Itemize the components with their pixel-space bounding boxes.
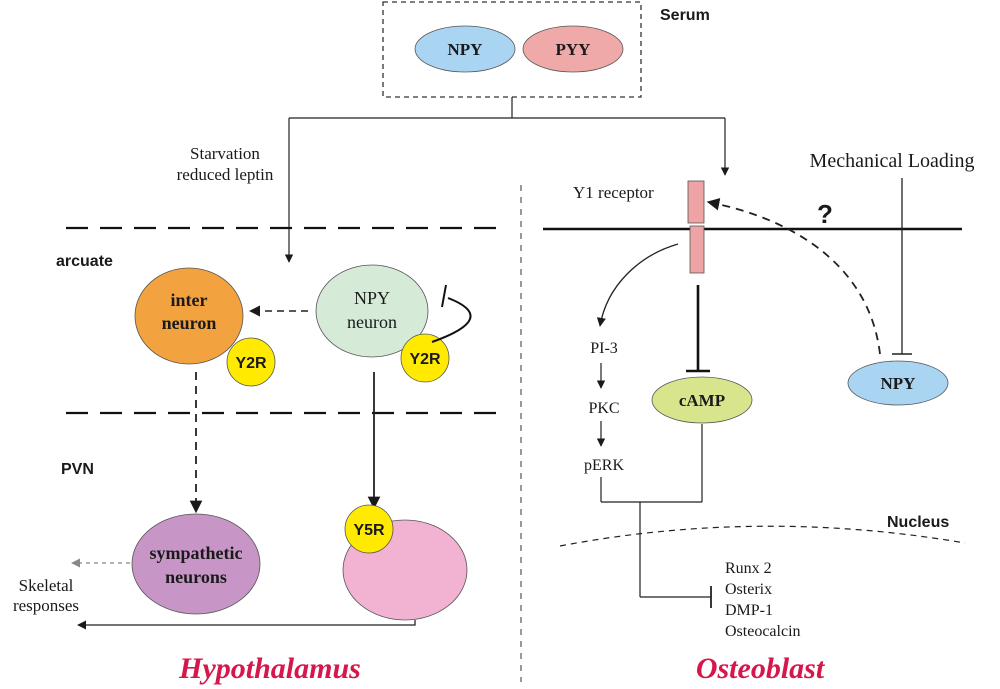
question-mark: ?	[817, 199, 833, 229]
arcuate-label: arcuate	[56, 253, 113, 270]
gene-dmp1: DMP-1	[725, 602, 773, 619]
sympathetic-neurons: sympathetic neurons	[131, 513, 261, 615]
inter-y2r-receptor	[226, 337, 276, 387]
serum-label: Serum	[660, 7, 710, 24]
npy-neuron-line2: neuron	[347, 312, 397, 332]
npy-neuron-line1: NPY	[354, 288, 390, 308]
camp-label: cAMP	[679, 391, 725, 410]
osteoblast-title: Osteoblast	[696, 652, 826, 685]
y1-receptor	[687, 180, 705, 274]
hypothalamus-title: Hypothalamus	[178, 652, 361, 685]
pi3-label: PI-3	[590, 340, 618, 357]
y5r-receptor	[344, 504, 394, 554]
serum-pyy-ellipse	[522, 25, 624, 73]
starvation-line2: reduced leptin	[177, 165, 274, 184]
npy-to-y1-dashed-arrow	[706, 197, 881, 355]
inter-neuron: inter neuron Y2R	[134, 267, 276, 387]
serum-connectors	[284, 97, 730, 263]
autoinhibition-curve	[431, 297, 472, 343]
mechanical-loading-label: Mechanical Loading	[810, 150, 975, 172]
y5r-label: Y5R	[353, 522, 385, 539]
sympathetic-line2: neurons	[165, 567, 227, 587]
autoinhibition-bar	[441, 284, 447, 308]
pvn-to-skeletal-arrow	[77, 620, 416, 630]
serum-npy-label: NPY	[448, 40, 483, 59]
perk-label: pERK	[584, 457, 624, 474]
nucleus-membrane	[559, 525, 966, 547]
pvn-target-neuron: Y5R	[342, 504, 468, 621]
starvation-line1: Starvation	[190, 144, 260, 163]
inter-neuron-line2: neuron	[162, 313, 217, 333]
gene-osteocalcin: Osteocalcin	[725, 623, 801, 640]
osteoblast-npy-label: NPY	[881, 374, 916, 393]
npy-y2r-label: Y2R	[409, 351, 441, 368]
inter-neuron-line1: inter	[171, 290, 208, 310]
nucleus-label: Nucleus	[887, 514, 949, 531]
gene-osterix: Osterix	[725, 581, 772, 598]
sympathetic-line1: sympathetic	[150, 543, 243, 563]
pvn-label: PVN	[61, 461, 94, 478]
serum-npy-ellipse	[414, 25, 516, 73]
osteoblast-npy: NPY	[847, 360, 949, 406]
npy-y2r-receptor	[400, 333, 450, 383]
inter-y2r-label: Y2R	[235, 355, 267, 372]
serum-box: Serum NPY PYY	[382, 1, 710, 98]
y1-to-pi3-arrow	[596, 243, 679, 327]
camp-node: cAMP	[651, 376, 753, 424]
pkc-label: PKC	[588, 400, 619, 417]
merge-connectors	[600, 424, 712, 608]
gene-list: Runx 2 Osterix DMP-1 Osteocalcin	[725, 560, 801, 640]
skeletal-line1: Skeletal	[19, 576, 74, 595]
gene-runx2: Runx 2	[725, 560, 772, 577]
y1-receptor-label: Y1 receptor	[573, 183, 654, 202]
npy-neuron: NPY neuron Y2R	[315, 264, 450, 383]
serum-pyy-label: PYY	[556, 40, 591, 59]
skeletal-line2: responses	[13, 596, 79, 615]
